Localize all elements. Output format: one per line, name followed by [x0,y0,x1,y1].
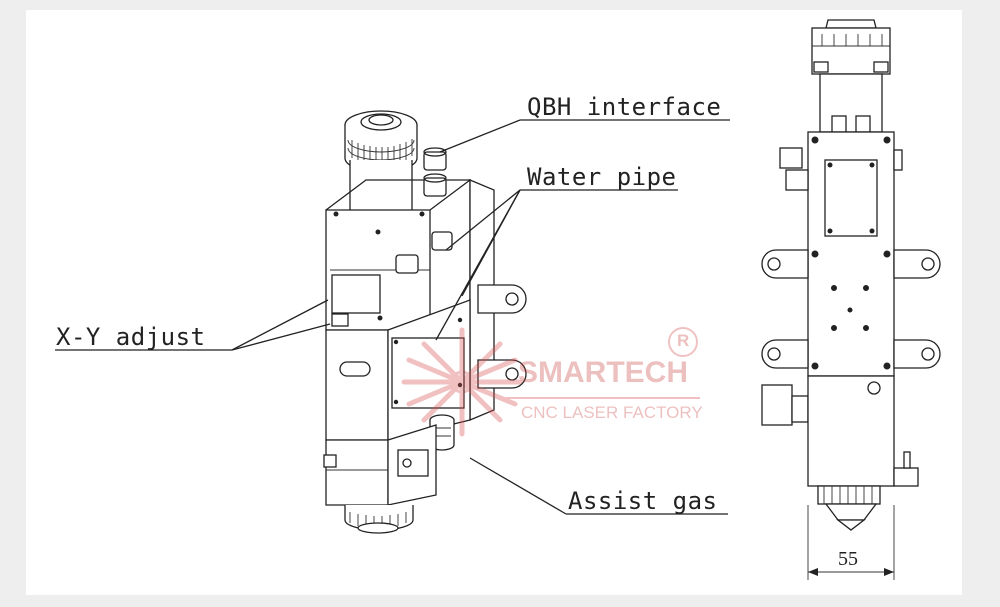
label-assist-gas: Assist gas [568,487,718,515]
side-plate [469,179,527,421]
watermark-brand: SMARTECH [518,356,688,389]
laser-head-isometric [323,110,527,534]
dimension-width: 55 [838,548,858,570]
watermark-logo [401,327,700,437]
watermark-tagline: CNC LASER FACTORY [521,403,703,422]
label-qbh-interface: QBH interface [527,93,722,121]
qbh-connector [344,110,418,238]
label-xy-adjust: X-Y adjust [56,323,206,351]
watermark-registered-mark: R [677,331,690,350]
middle-body [325,299,471,441]
label-water-pipe: Water pipe [527,163,677,191]
leader-lines [55,119,730,515]
laser-head-front-view [761,19,941,580]
knurl-ring [351,139,413,165]
lower-body [323,424,437,534]
